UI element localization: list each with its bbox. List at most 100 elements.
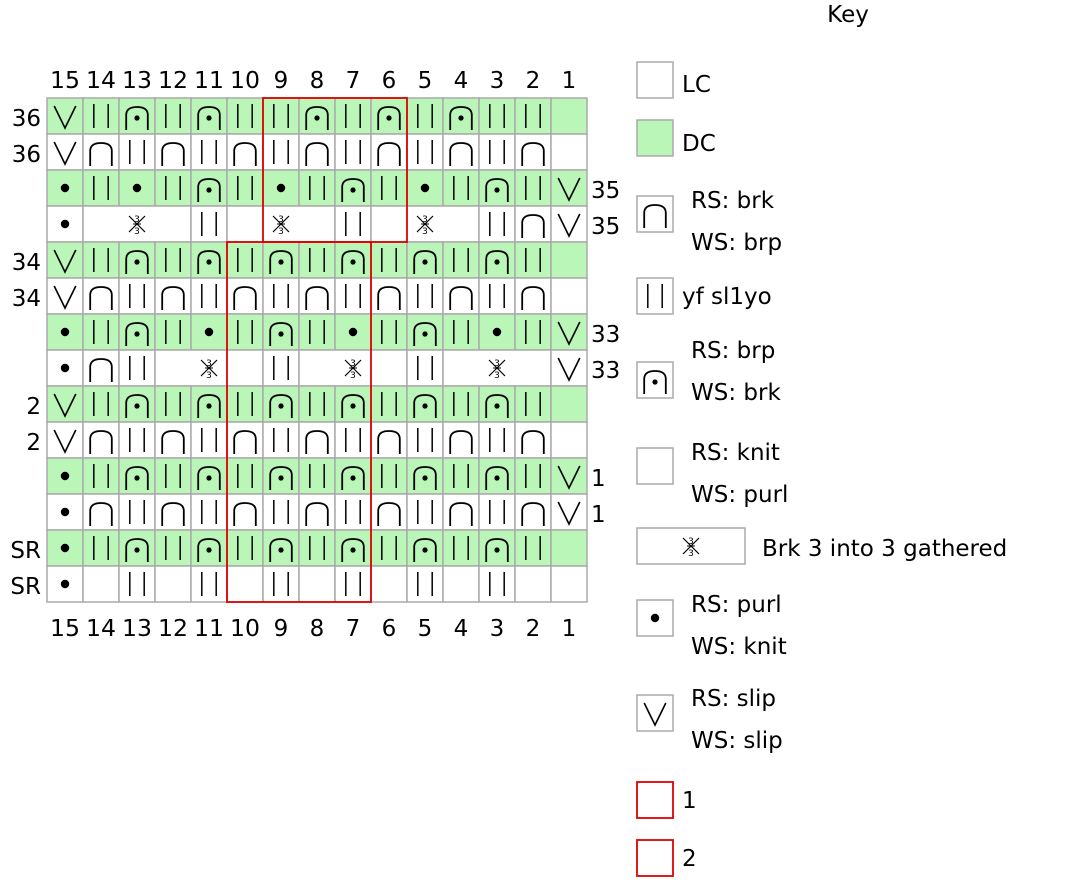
brp-dot <box>206 547 212 553</box>
chart-cell <box>334 493 372 531</box>
chart-cell <box>82 421 120 459</box>
chart-cell <box>370 529 408 567</box>
key-swatch-knit <box>636 447 674 485</box>
row-label-left: 2 <box>26 430 41 456</box>
row-label-right: 1 <box>591 502 606 528</box>
gather-num: 3 <box>494 359 500 369</box>
brk-symbol <box>377 106 401 130</box>
brp-dot <box>134 331 140 337</box>
brk-symbol <box>161 142 185 166</box>
chart-cell <box>514 313 552 351</box>
brk-symbol <box>485 538 509 562</box>
column-number: 4 <box>454 616 469 642</box>
brk-symbol <box>521 142 545 166</box>
row-label-right: 1 <box>591 466 606 492</box>
chart-cell <box>226 277 264 315</box>
brp-dot <box>278 547 284 553</box>
chart-cell <box>226 457 264 495</box>
brk-symbol <box>233 286 257 310</box>
chart-cell <box>226 169 264 207</box>
chart-cell <box>334 97 372 135</box>
chart-cell <box>118 421 156 459</box>
gather-num: 3 <box>422 227 428 237</box>
brp-dot <box>652 379 658 385</box>
brk-symbol <box>89 430 113 454</box>
chart-cell <box>226 493 264 531</box>
slip-symbol <box>643 702 667 727</box>
chart-cell <box>262 277 300 315</box>
key-label: RS: knit <box>691 440 780 466</box>
key-label: RS: brp <box>691 338 775 364</box>
chart-row: 1 <box>46 457 606 495</box>
brk-symbol <box>377 430 401 454</box>
brk-symbol <box>377 142 401 166</box>
chart-cell <box>82 169 120 207</box>
brp-dot <box>386 115 392 121</box>
row-label-right: 35 <box>591 214 620 240</box>
purl-dot <box>492 327 502 337</box>
chart-cell <box>118 349 156 387</box>
brk-symbol <box>485 394 509 418</box>
brk-symbol <box>413 322 437 346</box>
purl-dot <box>204 327 214 337</box>
chart-cell <box>154 241 192 279</box>
chart-cell <box>226 97 264 135</box>
brk-symbol <box>341 250 365 274</box>
column-number: 4 <box>454 68 469 94</box>
key-label: WS: knit <box>691 634 787 660</box>
key-title: Key <box>827 2 869 28</box>
row-label-right: 33 <box>591 358 620 384</box>
key-label: RS: brk <box>691 188 775 214</box>
slip-symbol <box>557 357 581 382</box>
purl-dot <box>276 183 286 193</box>
brp-dot <box>278 331 284 337</box>
chart-cell <box>550 97 588 135</box>
chart-cell <box>478 205 516 243</box>
brk-symbol <box>197 178 221 202</box>
chart-cell <box>442 529 480 567</box>
key-item-repeat1: 1 <box>636 781 697 819</box>
chart-cell <box>298 133 336 171</box>
brk-symbol <box>89 142 113 166</box>
gather-num: 3 <box>278 227 284 237</box>
chart-cell <box>298 169 336 207</box>
purl-dot <box>60 327 70 337</box>
chart-cell <box>82 97 120 135</box>
chart-cell <box>190 493 228 531</box>
chart-cell <box>550 277 588 315</box>
brk-symbol <box>377 502 401 526</box>
key-swatch-dc <box>636 119 674 157</box>
row-label-left: SR <box>10 538 41 564</box>
brk-symbol <box>197 466 221 490</box>
chart-cell <box>226 313 264 351</box>
brk-symbol <box>125 250 149 274</box>
purl-dot <box>60 507 70 517</box>
column-number: 12 <box>158 68 188 94</box>
chart-cell <box>370 493 408 531</box>
chart-cell <box>262 133 300 171</box>
row-label-left: SR <box>10 574 41 600</box>
chart-cell <box>406 349 444 387</box>
column-number: 11 <box>194 68 224 94</box>
brk-symbol <box>485 178 509 202</box>
slip-symbol <box>53 249 77 274</box>
chart-cell <box>226 421 264 459</box>
chart-cell <box>406 493 444 531</box>
chart-cell <box>514 565 552 603</box>
column-number: 1 <box>562 616 577 642</box>
chart-cell <box>550 529 588 567</box>
purl-dot <box>60 579 70 589</box>
chart-cell <box>514 169 552 207</box>
chart-cell <box>154 457 192 495</box>
purl-dot <box>348 327 358 337</box>
key-label: WS: purl <box>691 482 788 508</box>
chart-cell <box>550 241 588 279</box>
chart-row: 1 <box>46 493 606 531</box>
slip-symbol <box>557 177 581 202</box>
brk-symbol <box>521 502 545 526</box>
